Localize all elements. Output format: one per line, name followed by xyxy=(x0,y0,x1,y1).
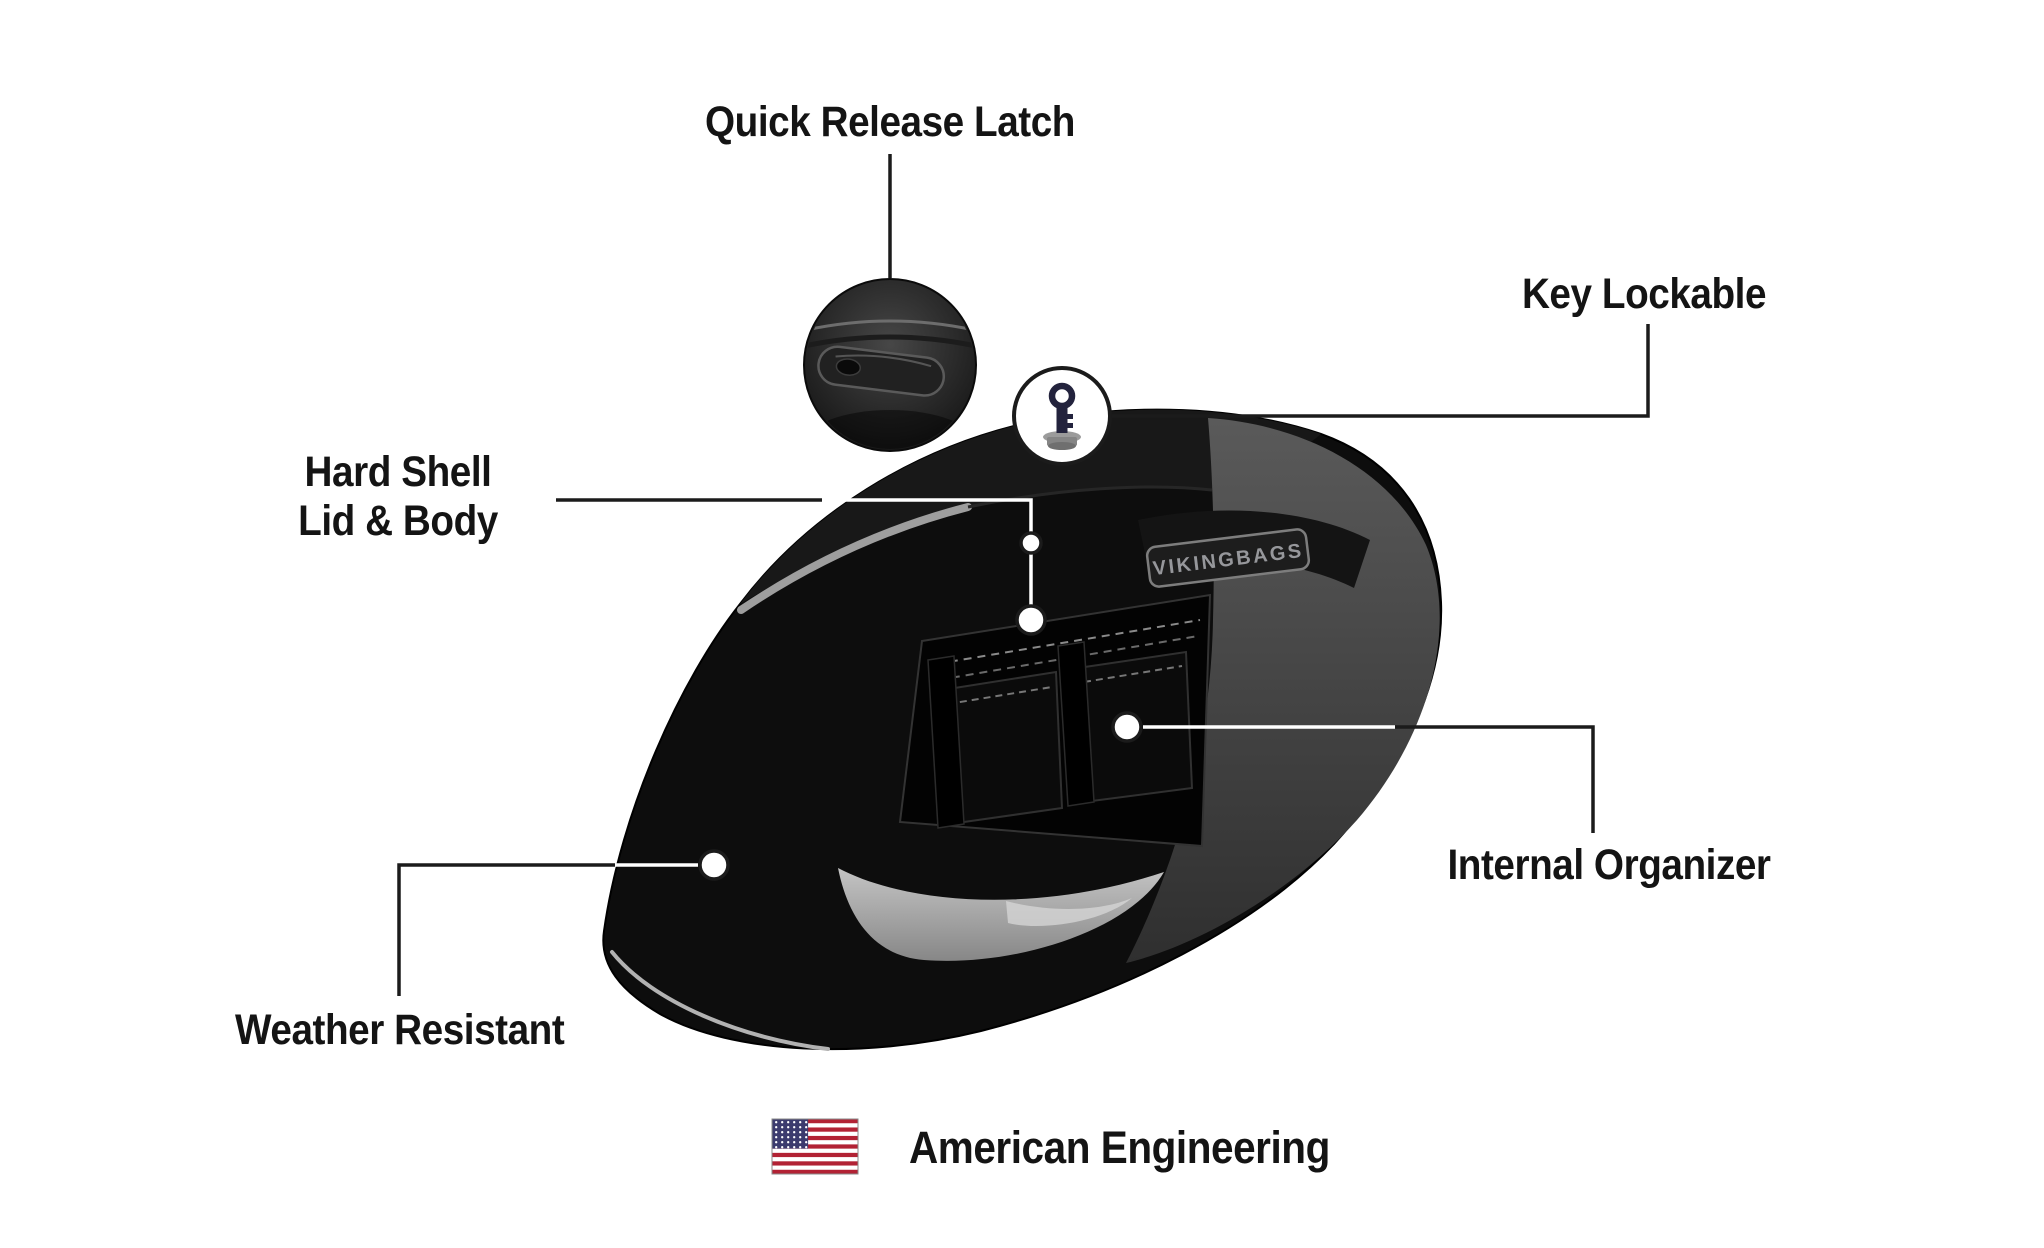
weather-resistant-label: Weather Resistant xyxy=(235,1006,565,1054)
bag-interior-gray xyxy=(838,868,1164,961)
bottom-piping xyxy=(610,950,830,1051)
lid-trim-piping xyxy=(737,503,972,614)
callout-markers xyxy=(698,531,1143,881)
us-flag-icon xyxy=(771,1118,859,1175)
hard-shell-label: Hard Shell Lid & Body xyxy=(263,448,533,547)
pocket-left-stitch xyxy=(947,686,1053,705)
key-lock-badge xyxy=(1012,366,1112,466)
hard-shell-lid-marker xyxy=(1019,531,1043,555)
weather-resistant-marker xyxy=(698,849,730,881)
key-icon xyxy=(1043,382,1081,450)
key-lockable-label: Key Lockable xyxy=(1521,270,1767,318)
hard-shell-body-marker xyxy=(1015,604,1047,636)
internal-organizer-label: Internal Organizer xyxy=(1447,841,1771,889)
hard-shell-label-line2: Lid & Body xyxy=(298,497,498,546)
latch-detail-inset xyxy=(803,278,977,452)
rim-stitch-1 xyxy=(935,619,1201,665)
inset-lid-ridge xyxy=(806,319,974,332)
bag-lid-face xyxy=(740,409,1321,604)
internal-organizer-marker xyxy=(1111,711,1143,743)
pocket-right-stitch xyxy=(1083,665,1183,683)
bag-interior-highlight xyxy=(1006,898,1132,926)
hard-shell-line-light xyxy=(822,498,1033,620)
internal-organizer-line-dark xyxy=(1395,725,1595,833)
latch-handle-icon xyxy=(817,345,946,397)
organizer-strap-left xyxy=(927,655,965,829)
organizer-strap-mid xyxy=(1057,641,1095,807)
hard-shell-label-line1: Hard Shell xyxy=(304,448,492,496)
weather-resistant-line-dark xyxy=(397,863,615,996)
quick-release-latch-label: Quick Release Latch xyxy=(704,98,1076,146)
saddlebag-illustration: VIKINGBAGS xyxy=(602,408,1443,1051)
american-engineering-label: American Engineering xyxy=(909,1122,1330,1173)
inset-lid-groove xyxy=(806,334,974,349)
inset-lower-shadow xyxy=(806,410,974,449)
brand-plate: VIKINGBAGS xyxy=(1145,528,1311,588)
callout-lines xyxy=(397,154,1650,996)
key-lockable-line xyxy=(1112,324,1650,418)
